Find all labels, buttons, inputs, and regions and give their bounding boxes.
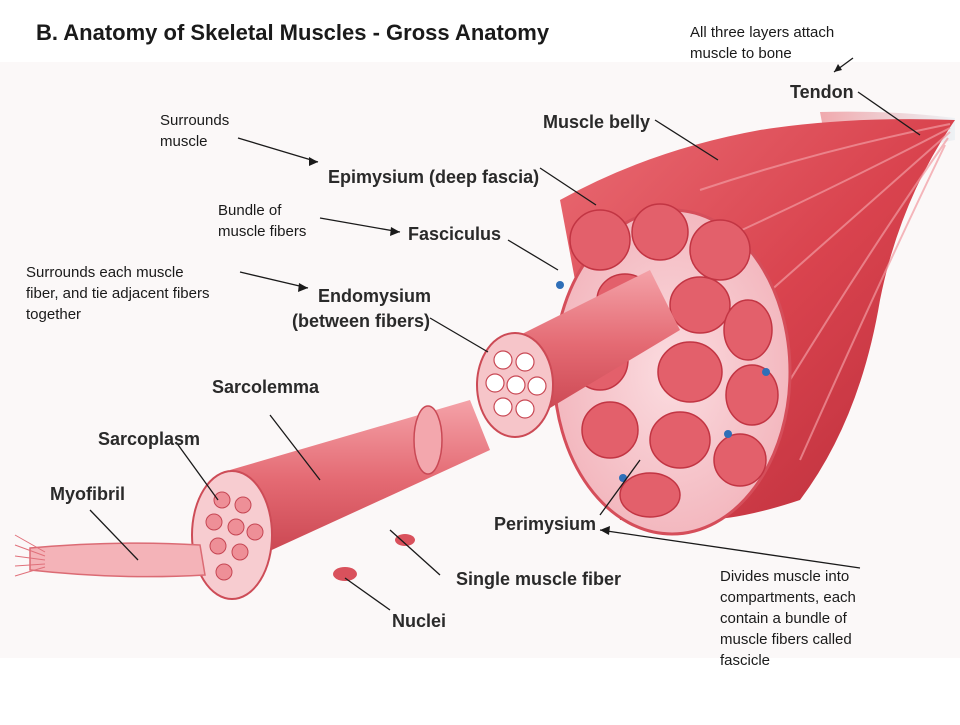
- muscle-striations: [699, 123, 951, 461]
- sarcolemma-ring: [413, 405, 443, 475]
- label-fasciculus: Fasciculus: [408, 224, 501, 244]
- note-divides: Divides muscle into compartments, each c…: [720, 566, 856, 671]
- label-tendon: Tendon: [790, 82, 854, 102]
- note-line: Surrounds: [160, 112, 230, 129]
- label-endomysium-sub: (between fibers): [292, 311, 430, 331]
- label-endomysium: Endomysium: [318, 286, 431, 306]
- fasciculus-fibers: [485, 350, 547, 419]
- label-perimysium: Perimysium: [494, 514, 596, 534]
- label-sarcoplasm: Sarcoplasm: [98, 429, 200, 449]
- note-line: muscle: [160, 133, 208, 150]
- note-line: Divides muscle into: [720, 568, 850, 585]
- fiber-face: [191, 470, 273, 600]
- note-layers: All three layers attach muscle to bone: [690, 22, 834, 64]
- arrow-heads: [298, 64, 842, 535]
- note-surrounds-muscle: Surrounds muscle: [160, 110, 229, 152]
- note-line: muscle fibers: [218, 223, 307, 240]
- note-line: fiber, and tie adjacent fibers: [26, 285, 210, 302]
- label-myofibril: Myofibril: [50, 484, 125, 504]
- label-epimysium: Epimysium (deep fascia): [328, 167, 539, 187]
- myofibril-shape: [29, 542, 206, 578]
- label-single-fiber: Single muscle fiber: [456, 569, 621, 589]
- nuclei-bumps: [333, 534, 415, 581]
- myofibril-ends: [205, 491, 264, 581]
- label-sarcolemma: Sarcolemma: [212, 377, 320, 397]
- slide-title: B. Anatomy of Skeletal Muscles - Gross A…: [36, 20, 550, 45]
- note-line: All three layers attach: [690, 24, 835, 41]
- note-surrounds-fiber: Surrounds each muscle fiber, and tie adj…: [26, 262, 209, 325]
- label-nuclei: Nuclei: [392, 611, 446, 631]
- note-line: muscle fibers called: [720, 631, 852, 648]
- label-muscle-belly: Muscle belly: [543, 112, 650, 132]
- note-line: together: [26, 306, 82, 323]
- note-line: compartments, each: [720, 589, 856, 606]
- note-line: Bundle of: [218, 202, 282, 219]
- note-bundle: Bundle of muscle fibers: [218, 200, 306, 242]
- note-line: contain a bundle of: [720, 610, 847, 627]
- note-line: muscle to bone: [690, 45, 792, 62]
- note-line: Surrounds each muscle: [26, 264, 184, 281]
- note-line: fascicle: [720, 652, 771, 669]
- myofibril-strands: [14, 534, 46, 577]
